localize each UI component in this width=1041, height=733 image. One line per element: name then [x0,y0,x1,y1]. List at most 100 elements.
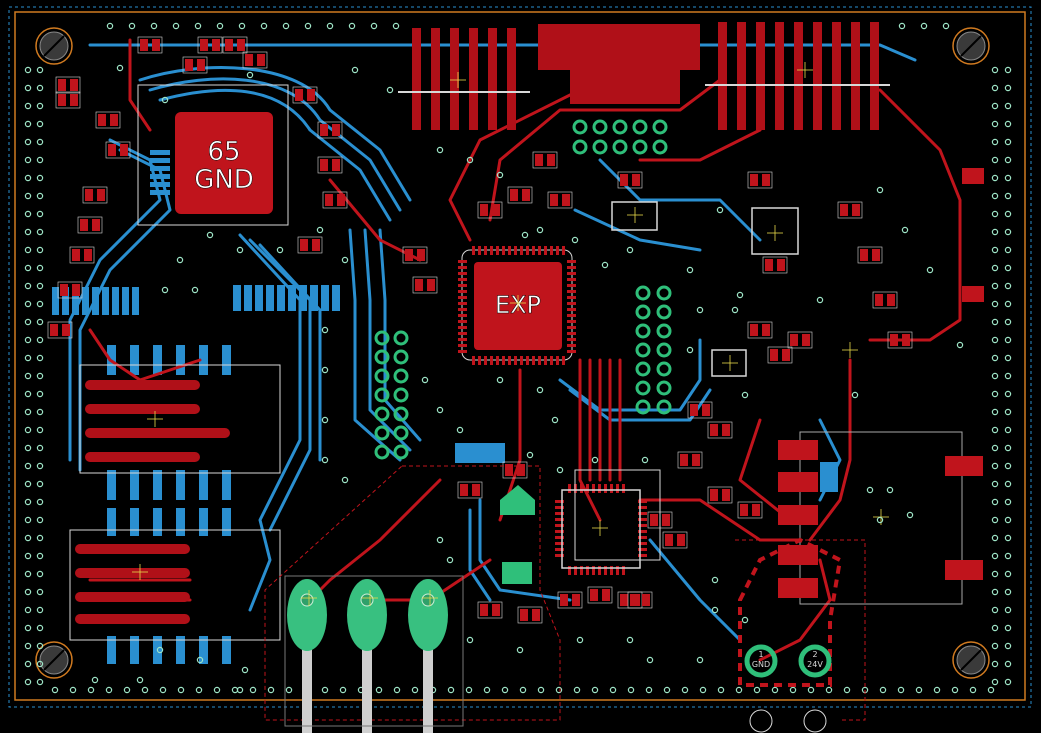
capacitor-icon [347,579,387,651]
via-icon [1004,264,1012,272]
ic-regulator-right[interactable] [611,201,799,377]
top-connector-center-pad[interactable] [538,24,700,104]
via-icon [646,656,654,664]
via-icon [696,656,704,664]
via-icon [1004,282,1012,290]
via-icon [321,326,329,334]
smd-components [132,62,889,606]
mounting-hole-icon [952,27,990,65]
pad-icon [140,39,148,51]
pad-icon [590,589,598,601]
via-icon [866,486,874,494]
pad-icon [887,294,895,306]
via-icon [483,686,491,694]
via-icon [991,588,999,596]
pad-icon [656,380,672,396]
left-magnetics[interactable] [69,364,281,641]
pad-icon [750,174,758,186]
via-icon [24,120,32,128]
pad-icon [307,89,315,101]
via-icon [282,22,290,30]
pad-icon [321,285,329,311]
pad-icon [562,194,570,206]
ic-driver[interactable] [561,469,661,569]
via-icon [496,376,504,384]
via-icon [24,498,32,506]
mounting-hole-icon [35,27,73,65]
pad-icon [427,279,435,291]
via-icon [321,456,329,464]
via-icon [851,391,859,399]
pad-icon [635,342,651,358]
pad-icon [393,349,409,365]
pad-icon [277,285,285,311]
ic-power-module[interactable]: 65 GND [137,84,289,226]
keepout-outline [8,6,1032,708]
via-icon [36,606,44,614]
via-icon [24,336,32,344]
top-copper-traces [88,38,962,662]
via-icon [663,686,671,694]
via-icon [24,462,32,470]
pad-icon [320,159,328,171]
pad-icon [325,194,333,206]
electrolytic-capacitors[interactable] [284,575,464,733]
pad-icon [632,139,648,155]
pad-icon [572,594,580,606]
via-icon [951,686,959,694]
via-icon [876,186,884,194]
via-icon [991,210,999,218]
pad-icon [107,470,116,500]
pad-icon [393,387,409,403]
via-icon [436,406,444,414]
via-icon [421,376,429,384]
pad-icon [652,139,668,155]
via-icon [526,451,534,459]
via-icon [1004,120,1012,128]
via-icon [341,256,349,264]
via-icon [641,456,649,464]
pad-icon [520,609,528,621]
pad-icon [852,204,860,216]
via-icon [304,22,312,30]
via-icon [627,686,635,694]
via-icon [36,390,44,398]
via-icon [991,498,999,506]
top-connector-left[interactable] [412,28,516,130]
ic-mcu[interactable]: EXP [461,249,573,361]
via-icon [116,64,124,72]
pad-icon [153,345,162,375]
via-icon [991,228,999,236]
via-icon [1004,606,1012,614]
via-icon [172,22,180,30]
power-terminal[interactable]: 1 GND 2 24V [738,537,843,733]
via-icon [741,616,749,624]
pad-icon [635,380,651,396]
top-connector-right[interactable] [718,22,879,130]
pad-icon [656,342,672,358]
pad-icon [92,287,99,315]
power-connector-right[interactable] [778,431,983,605]
via-icon [876,516,884,524]
terminal-1-label: GND [752,660,770,669]
via-icon [51,686,59,694]
pad-icon [374,425,390,441]
via-icon [956,341,964,349]
via-icon [36,498,44,506]
pad-icon [690,404,698,416]
via-icon [987,686,995,694]
pad-icon [656,285,672,301]
via-icon [991,102,999,110]
terminal-2-label: 24V [807,660,823,669]
via-icon [339,686,347,694]
via-icon [886,486,894,494]
via-icon [36,300,44,308]
pad-icon [782,349,790,361]
via-icon [716,206,724,214]
pad-icon [547,154,555,166]
via-icon [1004,174,1012,182]
pad-icon [97,189,105,201]
via-icon [1004,318,1012,326]
via-icon [260,22,268,30]
